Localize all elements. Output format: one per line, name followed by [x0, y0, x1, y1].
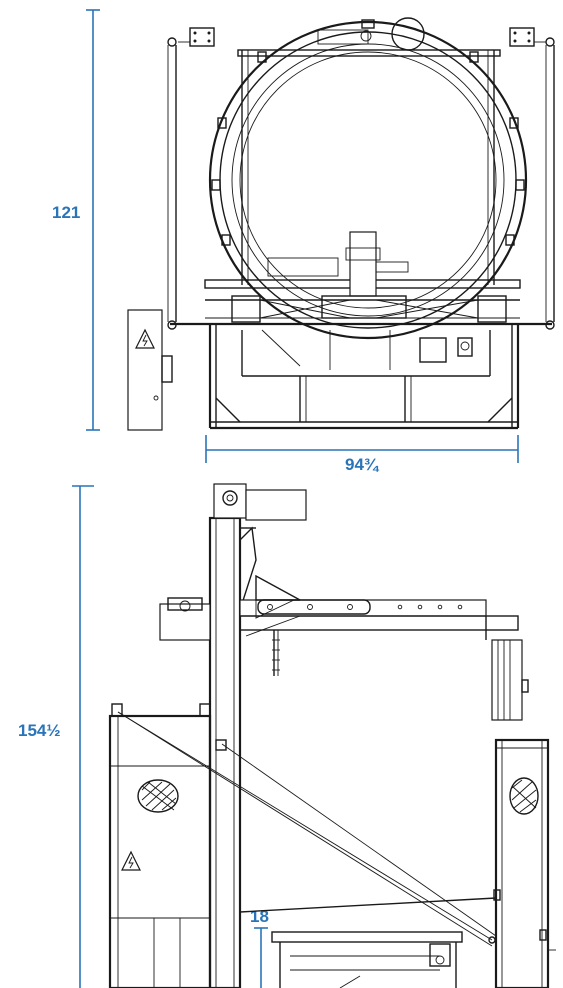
- front-control-box: [127, 309, 173, 431]
- front-width-dimension: 94¾: [205, 435, 519, 474]
- side-height-label: 154½: [18, 721, 61, 740]
- side-height-dimension: 154½: [18, 485, 94, 988]
- side-clearance-dimension: 18: [250, 907, 269, 988]
- vent-grille-icon: [137, 779, 179, 813]
- side-view: 154½ 18: [18, 483, 556, 988]
- side-base-table: [239, 912, 463, 988]
- front-height-label: 121: [52, 203, 80, 222]
- side-poles: [167, 27, 555, 330]
- side-clearance-label: 18: [250, 907, 269, 926]
- front-view: 121 94¾: [52, 9, 555, 474]
- front-height-dimension: 121: [52, 9, 100, 431]
- vent-grille-icon: [509, 777, 539, 815]
- front-base: [208, 324, 520, 430]
- electrical-hazard-icon: [121, 850, 141, 871]
- side-right-cabinet: [493, 738, 556, 988]
- side-left-cabinet: [108, 703, 212, 988]
- guy-cables: [117, 711, 497, 947]
- electrical-hazard-icon: [135, 328, 155, 349]
- front-width-label: 94¾: [345, 455, 380, 474]
- side-arm: [159, 574, 529, 721]
- center-carriage: [231, 231, 507, 323]
